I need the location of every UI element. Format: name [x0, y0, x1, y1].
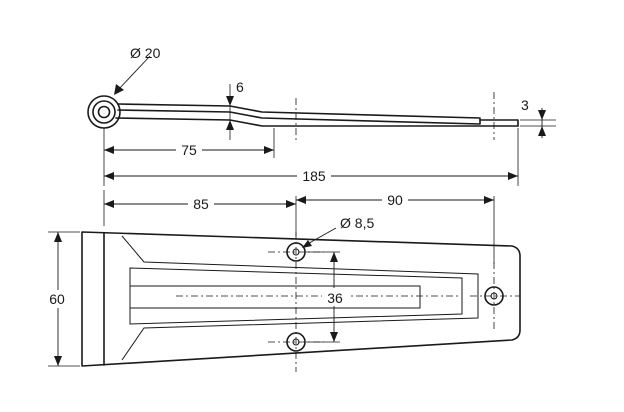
spacing-label-bg [322, 288, 348, 306]
offset-arrow-left [104, 146, 114, 154]
spacing-arrow-top [330, 252, 338, 262]
tail-arrow-bottom [538, 126, 546, 136]
recess-slot [129, 285, 421, 309]
tail-thickness-label: 3 [521, 97, 529, 113]
offset-arrow-right [264, 146, 274, 154]
hole-pos-2-label: 90 [387, 192, 403, 208]
width-arrow-bottom [54, 356, 62, 366]
hole-diameter-label: Ø 8,5 [340, 215, 374, 231]
side-view: Ø 20 6 3 75 185 [87, 45, 556, 186]
hole-leader-arrow [302, 240, 312, 248]
width-label-bg [44, 290, 70, 308]
eye-leader [117, 55, 151, 91]
eye-leader-arrow [114, 84, 124, 95]
pos1-arrow-left [104, 200, 114, 208]
step-arrow-bottom [226, 120, 234, 130]
hole-pos-1-label: 85 [193, 196, 209, 212]
leaf-tail [479, 119, 519, 127]
tail-arrow-top [538, 110, 546, 120]
overall-length-label: 185 [302, 168, 326, 184]
hole-spacing-label: 36 [327, 290, 343, 306]
leaf-lower [115, 117, 519, 127]
pos2-label-bg [382, 190, 408, 208]
step-arrow-top [226, 96, 234, 106]
eye-diameter-label: Ø 20 [130, 45, 161, 61]
overall-arrow-right [508, 172, 518, 180]
width-label: 60 [49, 291, 65, 307]
plate-outline [81, 231, 521, 367]
offset-label-bg [176, 140, 202, 158]
pos1-label-bg [188, 194, 214, 212]
step-label: 6 [236, 79, 244, 95]
spacing-arrow-bottom [330, 332, 338, 342]
width-arrow-top [54, 232, 62, 242]
plan-view: 85 90 Ø 8,5 [44, 190, 521, 372]
pos2-arrow-left [296, 196, 306, 204]
overall-label-bg [297, 166, 331, 184]
offset-length-label: 75 [181, 142, 197, 158]
eye-inner [97, 105, 111, 119]
leaf-upper [117, 103, 481, 125]
recess-outer [121, 235, 479, 361]
pos2-arrow-right [484, 196, 494, 204]
eye-middle [92, 100, 116, 124]
pos1-arrow-right [286, 200, 296, 208]
overall-arrow-left [104, 172, 114, 180]
